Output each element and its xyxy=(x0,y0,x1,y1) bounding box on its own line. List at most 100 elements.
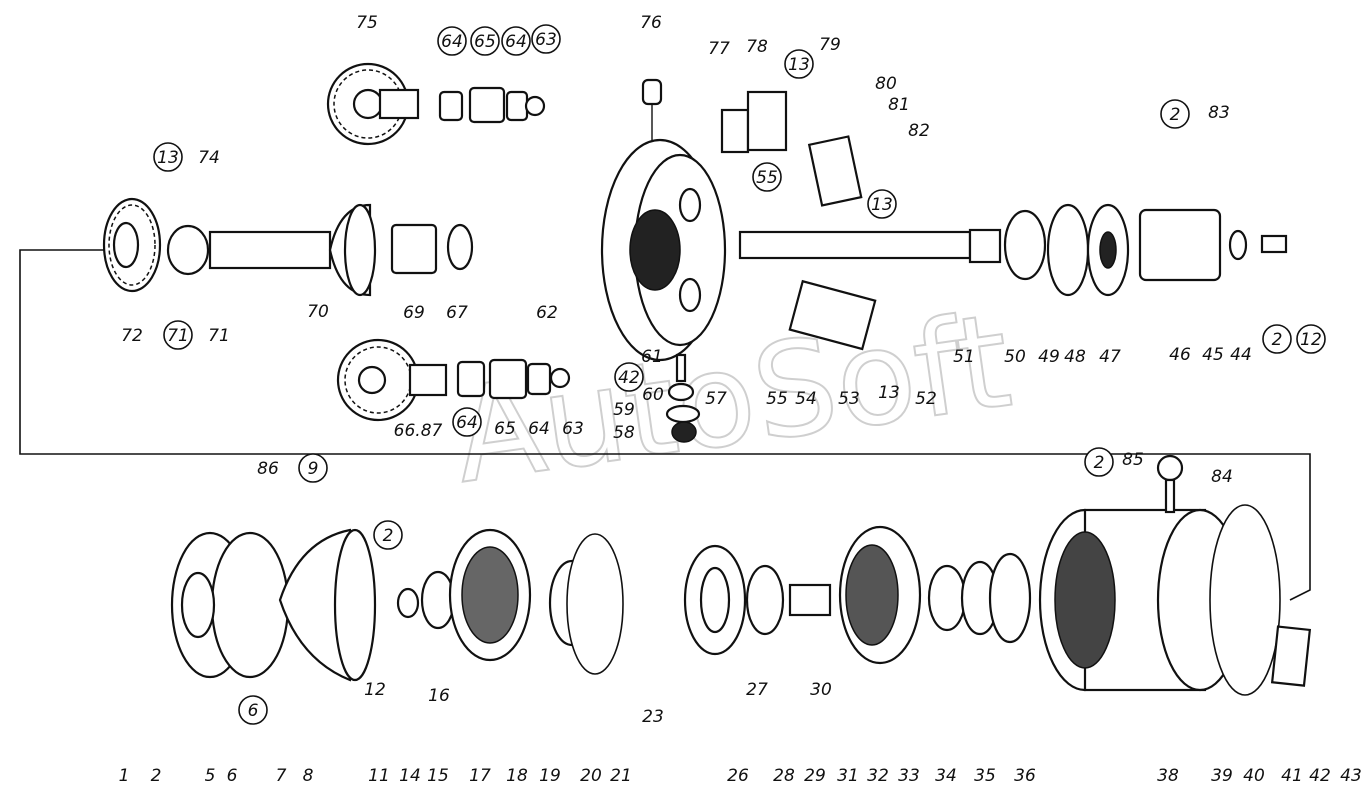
part-number-label: 67 xyxy=(446,303,468,323)
part-number-label: 64 xyxy=(456,413,478,433)
pump-wheel-32 xyxy=(838,525,922,665)
part-number-label: 1 xyxy=(119,766,130,786)
callout-circle xyxy=(238,695,268,725)
part-number-label: 69 xyxy=(403,303,425,323)
part-number-label: 16 xyxy=(428,686,450,706)
part-number-label: 63 xyxy=(535,30,557,50)
part-number-label: 44 xyxy=(1230,345,1252,365)
callout-circle xyxy=(752,162,782,192)
part-number-label: 62 xyxy=(536,303,558,323)
flange-46-parts-45-44-12 xyxy=(1138,208,1288,282)
part-number-label: 83 xyxy=(1208,103,1230,123)
part-number-label: 81 xyxy=(888,95,910,115)
part-number-label: 2 xyxy=(151,766,162,786)
part-number-label: 42 xyxy=(1309,766,1331,786)
gear-72 xyxy=(102,197,210,293)
reactor-19-ring-20-21 xyxy=(548,533,624,675)
part-number-label: 64 xyxy=(441,32,463,52)
part-number-label: 6 xyxy=(227,766,238,786)
part-number-label: 13 xyxy=(878,383,900,403)
part-number-label: 35 xyxy=(974,766,996,786)
callout-circle xyxy=(1296,324,1326,354)
part-number-label: 43 xyxy=(1340,766,1362,786)
part-number-label: 54 xyxy=(795,389,817,409)
callout-circle xyxy=(867,189,897,219)
main-housing-38 xyxy=(1038,508,1244,692)
gear-66-87 xyxy=(336,338,448,422)
eyebolt-84 xyxy=(1156,454,1184,514)
part-number-label: 71 xyxy=(167,326,189,346)
callout-circle xyxy=(784,49,814,79)
part-number-label: 11 xyxy=(368,766,390,786)
part-number-label: 75 xyxy=(356,13,378,33)
bearing-34-35-36 xyxy=(927,552,1032,644)
part-number-label: 33 xyxy=(898,766,920,786)
part-number-label: 66.87 xyxy=(394,421,443,441)
part-number-label: 74 xyxy=(198,148,220,168)
part-number-label: 47 xyxy=(1099,347,1121,367)
part-number-label: 14 xyxy=(399,766,421,786)
part-number-label: 39 xyxy=(1211,766,1233,786)
part-number-label: 32 xyxy=(867,766,889,786)
gasket-39-40-plate-41 xyxy=(1209,504,1312,696)
callout-circle xyxy=(1160,99,1190,129)
part-number-label: 13 xyxy=(871,195,893,215)
part-number-label: 2 xyxy=(383,526,394,546)
part-number-label: 48 xyxy=(1064,347,1086,367)
part-number-label: 12 xyxy=(1300,330,1322,350)
part-number-label: 40 xyxy=(1243,766,1265,786)
part-number-label: 17 xyxy=(469,766,491,786)
part-number-label: 20 xyxy=(580,766,602,786)
callout-circle xyxy=(501,26,531,56)
callout-circle xyxy=(452,407,482,437)
part-number-label: 57 xyxy=(705,389,727,409)
part-number-label: 50 xyxy=(1004,347,1026,367)
part-number-label: 72 xyxy=(121,326,143,346)
part-number-label: 58 xyxy=(613,423,635,443)
callout-circle xyxy=(614,362,644,392)
sleeve-69-ring-67 xyxy=(390,223,474,275)
impeller-housing-11 xyxy=(278,528,377,682)
cover-5-6 xyxy=(170,531,290,679)
part-number-label: 15 xyxy=(427,766,449,786)
part-number-label: 45 xyxy=(1202,345,1224,365)
part-number-label: 9 xyxy=(308,459,319,479)
part-number-label: 12 xyxy=(364,680,386,700)
part-number-label: 46 xyxy=(1169,345,1191,365)
part-number-label: 76 xyxy=(640,13,662,33)
callout-circle xyxy=(470,26,500,56)
part-number-label: 84 xyxy=(1211,467,1233,487)
part-number-label: 13 xyxy=(788,55,810,75)
callout-circle xyxy=(1262,324,1292,354)
part-number-label: 82 xyxy=(908,121,930,141)
part-number-label: 59 xyxy=(613,400,635,420)
part-number-label: 64 xyxy=(528,419,550,439)
part-number-label: 49 xyxy=(1038,347,1060,367)
plug-76 xyxy=(641,78,663,140)
part-number-label: 65 xyxy=(474,32,496,52)
part-number-label: 19 xyxy=(539,766,561,786)
shaft-70 xyxy=(208,203,377,297)
clamp-54-53 xyxy=(788,279,877,351)
part-number-label: 41 xyxy=(1281,766,1303,786)
part-number-label: 60 xyxy=(642,385,664,405)
part-number-label: 53 xyxy=(838,389,860,409)
part-number-label: 65 xyxy=(494,419,516,439)
callout-circle xyxy=(437,26,467,56)
part-number-label: 29 xyxy=(804,766,826,786)
part-number-label: 77 xyxy=(708,39,730,59)
part-number-label: 38 xyxy=(1157,766,1179,786)
callout-circle xyxy=(298,453,328,483)
part-number-label: 5 xyxy=(205,766,216,786)
part-number-label: 78 xyxy=(746,37,768,57)
part-number-label: 34 xyxy=(935,766,957,786)
part-number-label: 28 xyxy=(773,766,795,786)
bearing-50-flanges-49-47 xyxy=(1003,203,1130,297)
bearing-set-lower-64-65-63 xyxy=(456,358,571,400)
part-number-label: 7 xyxy=(276,766,287,786)
callout-circle xyxy=(531,24,561,54)
assembly-path-line xyxy=(19,249,1311,601)
part-number-label: 21 xyxy=(610,766,632,786)
part-number-label: 79 xyxy=(819,35,841,55)
gear-75 xyxy=(326,62,420,146)
